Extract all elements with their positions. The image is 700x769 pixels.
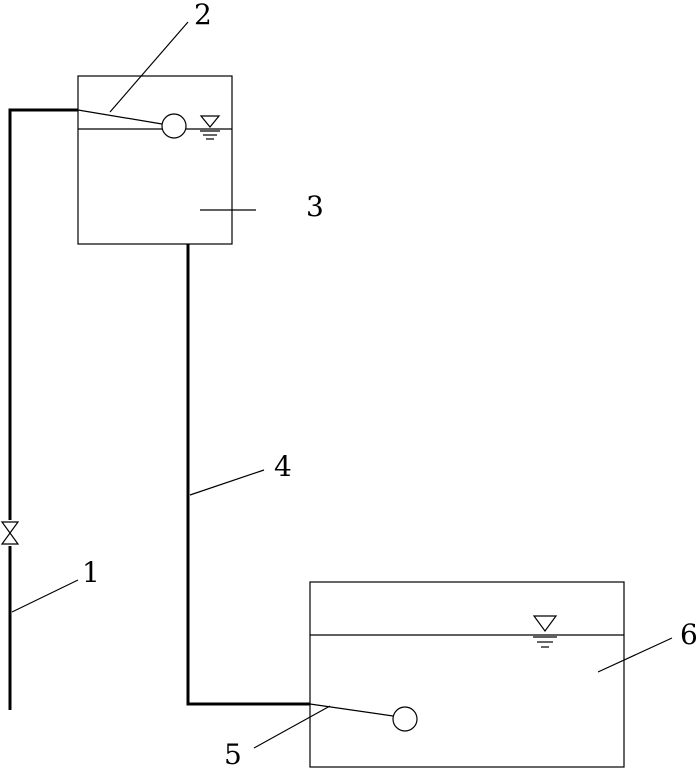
lower-float-valve [309,703,418,732]
upper-float-valve [77,109,187,139]
inlet-pipe [8,108,78,710]
label-connecting-pipe: 4 [274,450,292,483]
leader-line-6 [597,637,673,673]
upper-tank [77,75,233,245]
valve-icon [0,520,20,546]
label-lower-tank: 6 [680,618,698,651]
leader-line-4 [189,469,265,496]
label-lower-float-valve: 5 [224,738,242,769]
label-upper-tank: 3 [306,190,324,223]
leader-line-5 [253,705,331,749]
connecting-pipe [186,244,310,706]
water-level-icon [532,615,558,648]
lower-tank [309,581,625,768]
leader-line-2 [109,21,189,113]
leader-line-1 [11,579,79,613]
label-inlet-pipe: 1 [82,556,100,589]
label-upper-float-valve: 2 [194,0,212,31]
water-level-icon [199,115,221,140]
